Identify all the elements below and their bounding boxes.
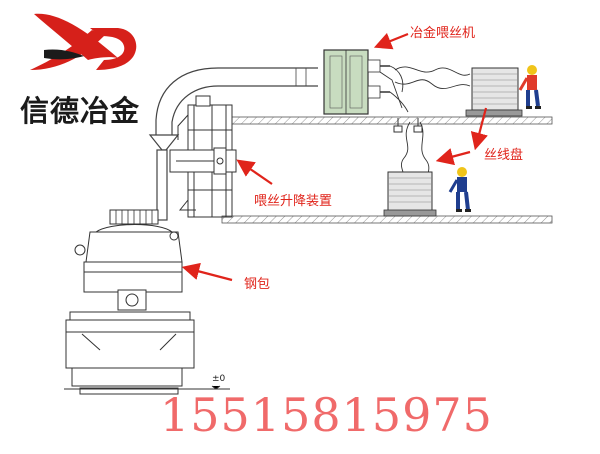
arrow-coil-upper bbox=[470, 107, 488, 151]
worker-lower bbox=[448, 167, 471, 212]
arrow-lift bbox=[236, 159, 273, 185]
arrow-ladle bbox=[181, 262, 233, 282]
arrow-coil-lower bbox=[435, 148, 471, 166]
wire-guide-pipe bbox=[148, 67, 318, 221]
ground-line bbox=[64, 385, 230, 390]
arrow-feeder bbox=[373, 32, 409, 50]
wire-feeder-machine bbox=[323, 49, 409, 115]
feeder-supports bbox=[393, 118, 423, 133]
ladle bbox=[65, 209, 195, 395]
lower-floor bbox=[221, 215, 553, 224]
worker-upper bbox=[518, 65, 541, 109]
xd-logo bbox=[30, 13, 137, 70]
label-feeder: 冶金喂丝机 bbox=[410, 26, 476, 41]
upper-floor bbox=[231, 116, 553, 125]
logo-dark-stroke bbox=[44, 49, 84, 60]
logo-swoosh-top bbox=[34, 13, 118, 61]
label-level-mark: ±0 bbox=[212, 374, 226, 384]
upper-wire-coil bbox=[465, 67, 523, 117]
label-lift-device: 喂丝升降装置 bbox=[254, 194, 333, 209]
logo-d-shape bbox=[90, 28, 137, 70]
brand-name: 信德冶金 bbox=[20, 94, 141, 128]
label-ladle: 钢包 bbox=[244, 277, 271, 292]
label-wire-coil: 丝线盘 bbox=[484, 148, 524, 163]
phone-number: 15515815975 bbox=[160, 388, 493, 442]
lower-wire-coil bbox=[383, 171, 437, 217]
callout-arrows bbox=[181, 32, 488, 282]
logo-swoosh-bottom bbox=[30, 30, 104, 70]
lift-frame bbox=[169, 95, 237, 218]
